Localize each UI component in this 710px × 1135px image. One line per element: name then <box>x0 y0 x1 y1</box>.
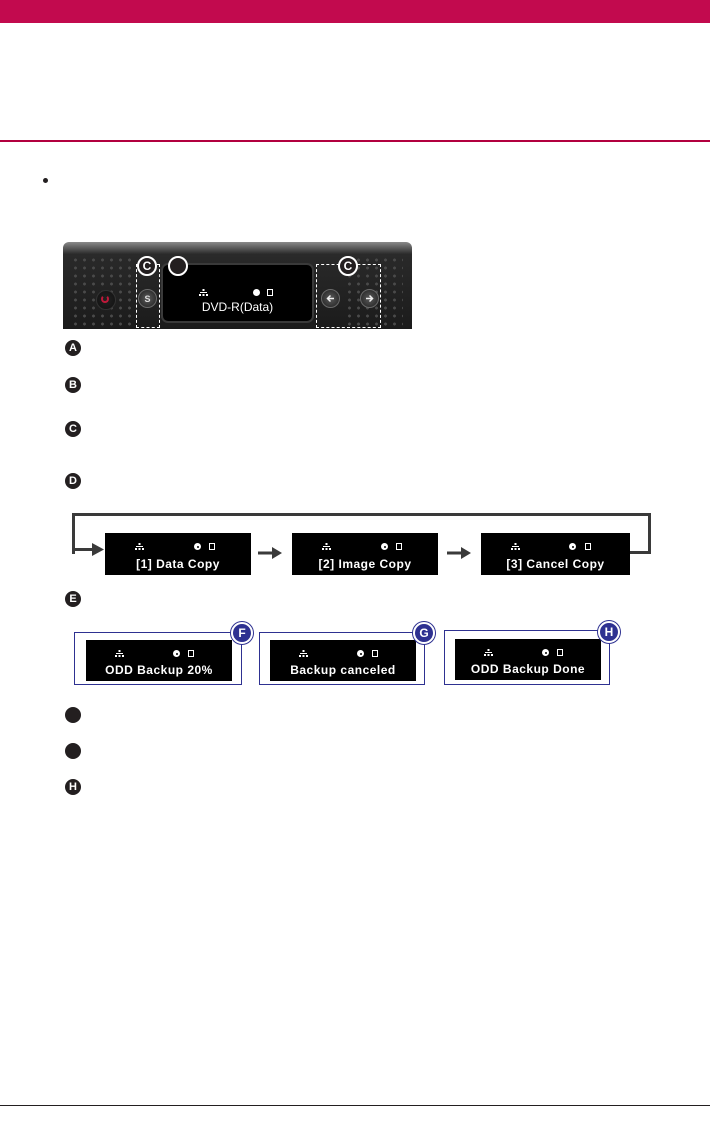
cycle-arrow-icon <box>92 543 104 556</box>
network-icon <box>115 650 124 657</box>
network-icon <box>135 543 144 550</box>
lcd-text: DVD-R(Data) <box>201 300 274 314</box>
status-text: ODD Backup Done <box>470 662 586 676</box>
status-frame-f: ODD Backup 20% <box>74 632 242 685</box>
disc-icon <box>357 650 364 657</box>
legend-marker-g <box>65 743 81 759</box>
network-icon <box>322 543 331 550</box>
arrow-left-icon <box>326 294 334 303</box>
copy-mode-label: [3] Cancel Copy <box>506 557 605 571</box>
network-icon <box>511 543 520 550</box>
copy-mode-screen-3: [3] Cancel Copy <box>481 533 630 575</box>
network-icon <box>199 289 208 296</box>
left-arrow-button <box>321 289 340 308</box>
cycle-loop-in <box>72 548 96 551</box>
status-marker-g: G <box>413 622 435 644</box>
drive-icon <box>188 650 194 657</box>
callout-marker-lcd <box>168 256 188 276</box>
select-button: S <box>138 289 157 308</box>
drive-icon <box>267 289 273 296</box>
status-marker-f: F <box>231 622 253 644</box>
header-bar <box>0 0 710 23</box>
drive-icon <box>209 543 215 550</box>
copy-mode-screen-2: [2] Image Copy <box>292 533 438 575</box>
status-screen: Backup canceled <box>270 640 416 681</box>
drive-icon <box>557 649 563 656</box>
disc-icon <box>542 649 549 656</box>
disc-icon <box>381 543 388 550</box>
legend-marker-e: E <box>65 591 81 607</box>
status-frame-h: ODD Backup Done <box>444 630 610 685</box>
legend-marker-b: B <box>65 377 81 393</box>
cycle-loop-line <box>72 513 651 554</box>
disc-icon <box>194 543 201 550</box>
device-lcd: DVD-R(Data) <box>161 263 314 323</box>
status-text: Backup canceled <box>290 663 396 677</box>
section-divider <box>0 140 710 142</box>
device-front-panel: S DVD-R(Data) <box>63 242 412 329</box>
power-button-icon <box>96 290 116 310</box>
arrow-right-icon <box>366 294 374 303</box>
status-marker-h: H <box>598 621 620 643</box>
right-arrow-button <box>360 289 379 308</box>
cycle-loop-out <box>630 551 651 554</box>
drive-icon <box>396 543 402 550</box>
network-icon <box>299 650 308 657</box>
copy-mode-label: [2] Image Copy <box>318 557 412 571</box>
legend-marker-a: A <box>65 340 81 356</box>
copy-mode-label: [1] Data Copy <box>136 557 220 571</box>
drive-icon <box>585 543 591 550</box>
status-screen: ODD Backup 20% <box>86 640 232 681</box>
disc-icon <box>569 543 576 550</box>
copy-mode-screen-1: [1] Data Copy <box>105 533 251 575</box>
legend-marker-d: D <box>65 473 81 489</box>
legend-marker-f <box>65 707 81 723</box>
status-text: ODD Backup 20% <box>105 663 213 677</box>
footer-rule <box>0 1105 710 1106</box>
legend-marker-c: C <box>65 421 81 437</box>
arrow-right-icon <box>258 547 282 559</box>
status-screen: ODD Backup Done <box>455 639 601 680</box>
bullet-point <box>43 178 48 183</box>
arrow-right-icon <box>447 547 471 559</box>
drive-icon <box>372 650 378 657</box>
callout-marker-c-left: C <box>137 256 157 276</box>
network-icon <box>484 649 493 656</box>
disc-icon <box>253 289 260 296</box>
disc-icon <box>173 650 180 657</box>
status-frame-g: Backup canceled <box>259 632 425 685</box>
callout-marker-c-right: C <box>338 256 358 276</box>
legend-marker-h: H <box>65 779 81 795</box>
